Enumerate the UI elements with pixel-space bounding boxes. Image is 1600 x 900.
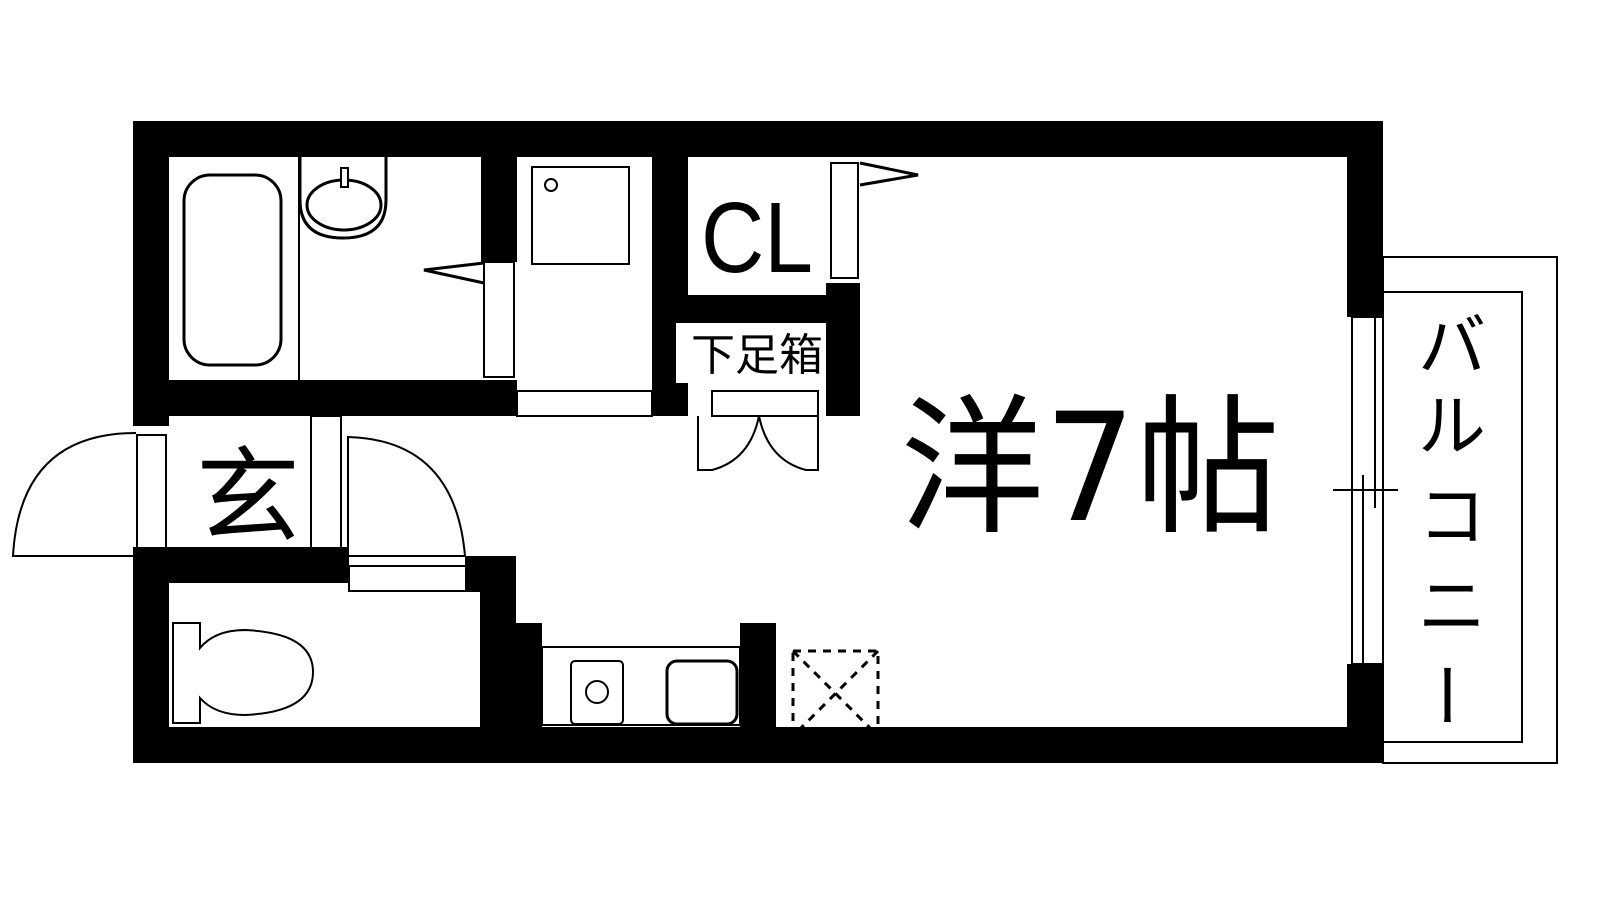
kitchen-sink-icon (665, 659, 739, 726)
closet-label: CL (701, 182, 813, 294)
shoe-box-doors-icon (697, 415, 819, 471)
kitchen (516, 623, 880, 763)
wash-basin-icon (298, 157, 388, 240)
toilet-door-icon (347, 435, 467, 557)
entrance-door-icon (11, 432, 137, 557)
closet: CL (688, 161, 919, 416)
bathroom (133, 157, 517, 416)
gas-stove-icon (570, 660, 624, 725)
refrigerator-space-icon (791, 649, 880, 738)
toilet-room (172, 556, 516, 763)
svg-text:バ: バ (1418, 308, 1486, 387)
main-room-label: 洋7帖 (900, 382, 1280, 556)
svg-text:ニ: ニ (1418, 568, 1486, 647)
svg-text:ル: ル (1418, 388, 1486, 467)
laundry-space (516, 121, 688, 417)
bathtub-icon (182, 173, 283, 367)
washing-machine-pan-icon (531, 166, 630, 265)
entrance-label: 玄 (196, 436, 300, 558)
balcony-window[interactable] (1333, 316, 1398, 665)
shoe-box: 下足箱 (676, 323, 826, 471)
balcony-label: バ ル コ ニ ー (1404, 308, 1486, 729)
toilet-icon (172, 622, 315, 724)
shoe-box-label: 下足箱 (691, 330, 823, 381)
svg-text:ー: ー (1404, 661, 1483, 729)
entrance: 玄 (11, 415, 467, 592)
svg-text:コ: コ (1418, 478, 1486, 557)
